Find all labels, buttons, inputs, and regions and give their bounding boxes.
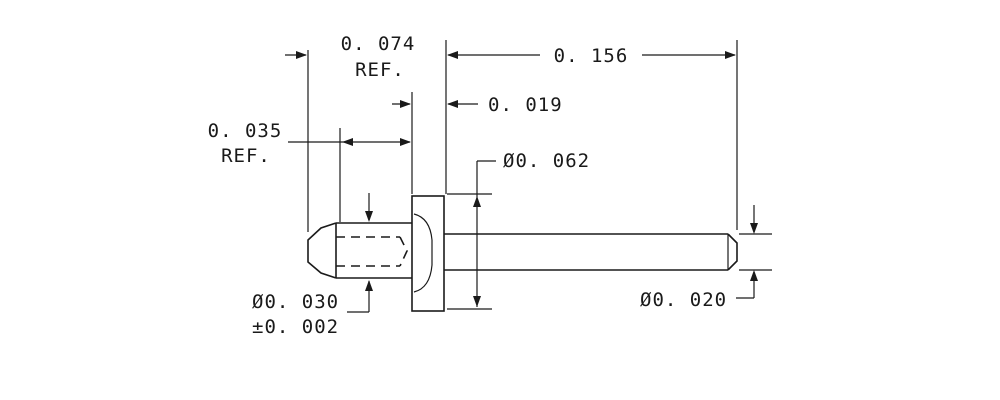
tip-cone [307,222,337,279]
overall-length-label: 0. 156 [554,45,629,67]
dimension-flange-thickness: 0. 019 [392,94,563,116]
flange-diameter-label: Ø0. 062 [503,150,590,172]
flange-offset-ref-label: REF. [355,59,405,81]
pin-chamfer-end [727,233,738,271]
tip-diameter-tolerance-label: ±0. 002 [252,316,339,338]
hidden-bore-end [399,236,408,267]
tip-length-label: 0. 035 [208,120,283,142]
flange-fillet-line [413,213,433,293]
flange [411,195,445,312]
tip-diameter-label: Ø0. 030 [252,291,339,313]
dimension-flange-offset: 0. 074 REF. [285,33,416,81]
pin-diameter-label: Ø0. 020 [640,289,727,311]
dimension-overall-length: 0. 156 [447,45,736,67]
part-outline [307,195,738,312]
flange-thickness-label: 0. 019 [488,94,563,116]
extension-lines [307,40,772,310]
dimension-flange-diameter: Ø0. 062 [473,150,590,307]
dimension-tip-length: 0. 035 REF. [208,120,411,167]
dimension-pin-diameter: Ø0. 020 [640,205,758,311]
dimension-tip-diameter: Ø0. 030 ±0. 002 [252,193,373,338]
tip-length-ref-label: REF. [221,145,271,167]
flange-offset-label: 0. 074 [341,33,416,55]
